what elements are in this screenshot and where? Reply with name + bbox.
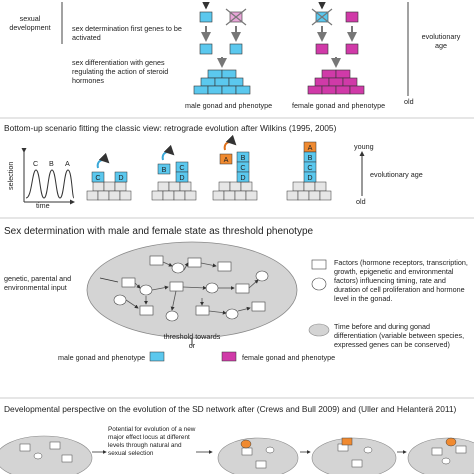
or-label: or (188, 341, 196, 350)
step4-d: D (307, 173, 313, 182)
panel2-title: Bottom-up scenario fitting the classic v… (4, 123, 337, 133)
old-label: old (404, 97, 414, 106)
step2-d: D (179, 173, 185, 182)
sex-determination-label: sex determination first genes to be acti… (72, 24, 182, 42)
step3-a: A (223, 155, 229, 164)
legend-circle-icon (311, 277, 327, 291)
female-caption: female gonad and phenotype (292, 101, 386, 110)
male-gene-blue (199, 11, 213, 23)
male-column (193, 2, 251, 95)
threshold-network (86, 241, 298, 346)
panel4-title: Developmental perspective on the evoluti… (4, 404, 457, 414)
step3-b: B (240, 153, 246, 162)
threshold-label: threshold towards (163, 332, 221, 341)
female-label: female gonad and phenotype (242, 353, 336, 362)
peak-c: C (33, 159, 39, 168)
step4-c: C (307, 163, 313, 172)
legend-ellipse-icon (308, 323, 330, 337)
legend-rect-icon (311, 259, 327, 270)
selection-plot (21, 148, 75, 205)
male-pyramid (193, 69, 251, 95)
panel3-title: Sex determination with male and female s… (4, 226, 314, 237)
evolutionary-age-label: evolutionary age (421, 32, 461, 50)
step2-c: C (179, 163, 185, 172)
step3-c: C (240, 163, 246, 172)
peak-a: A (65, 159, 70, 168)
step4-a: A (307, 143, 313, 152)
step4-b: B (307, 153, 313, 162)
sex-differentiation-label: sex differentiation with genes regulatin… (72, 58, 169, 85)
legend-factors: Factors (hormone receptors, transcriptio… (334, 258, 468, 303)
input-pointer (99, 277, 119, 283)
axis-time: time (36, 201, 50, 210)
panel4-note: Potential for evolution of a new major e… (108, 426, 196, 457)
male-caption: male gonad and phenotype (185, 101, 273, 110)
female-swatch (221, 351, 237, 362)
retrograde-step-2 (151, 144, 197, 201)
evolution-network (0, 435, 474, 474)
female-pyramid (307, 69, 365, 95)
female-column (307, 2, 365, 95)
row-label: sexual development (9, 14, 51, 32)
panel2-old: old (356, 197, 366, 206)
input-label: genetic, parental and environmental inpu… (4, 274, 72, 292)
retrograde-step-3 (212, 134, 258, 201)
step3-d: D (240, 173, 246, 182)
axis-selection: selection (6, 161, 15, 190)
male-swatch (149, 351, 165, 362)
step1-c: C (95, 173, 101, 182)
panel2-evolutionary-age: evolutionary age (370, 170, 423, 179)
retrograde-step-1 (86, 152, 132, 201)
retrograde-step-4 (286, 141, 332, 201)
step1-d: D (118, 173, 124, 182)
female-gene-magenta (345, 11, 359, 23)
young-label: young (354, 142, 374, 151)
peak-b: B (49, 159, 54, 168)
legend-time: Time before and during gonad differentia… (334, 322, 465, 349)
step2-b: B (161, 165, 167, 174)
male-label: male gonad and phenotype (58, 353, 146, 362)
